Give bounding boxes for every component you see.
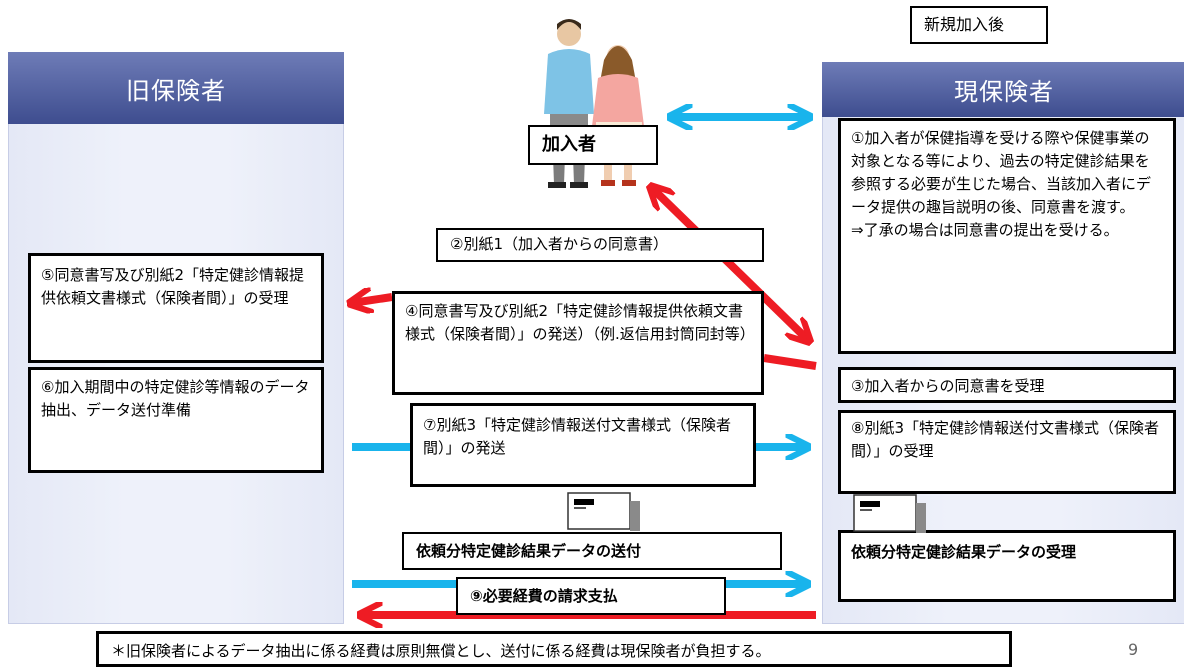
step6-box: ⑥加入期間中の特定健診等情報のデータ抽出、データ送付準備 bbox=[28, 367, 324, 473]
footnote: ＊旧保険者によるデータ抽出に係る経費は原則無償とし、送付に係る経費は現保険者が負… bbox=[96, 631, 1012, 667]
step4-box: ④同意書写及び別紙2「特定健診情報提供依頼文書様式（保険者間）」の発送）（例.返… bbox=[392, 291, 764, 395]
step8-box: ⑧別紙3「特定健診情報送付文書様式（保険者間）」の受理 bbox=[838, 410, 1176, 494]
member-label: 加入者 bbox=[528, 125, 658, 165]
envelope-icon bbox=[567, 492, 640, 531]
step1-box: ①加入者が保健指導を受ける際や保健事業の対象となる等により、過去の特定健診結果を… bbox=[838, 118, 1176, 354]
couple-figure-icon bbox=[544, 19, 644, 188]
envelope-icon bbox=[853, 494, 926, 533]
old-insurer-header: 旧保険者 bbox=[8, 52, 344, 124]
request-arrow bbox=[352, 297, 393, 303]
new-enrollment-badge: 新規加入後 bbox=[910, 6, 1048, 44]
step9-label: ⑨必要経費の請求支払 bbox=[456, 577, 726, 615]
current-insurer-header: 現保険者 bbox=[822, 62, 1184, 117]
step2-label: ②別紙1（加入者からの同意書） bbox=[436, 228, 764, 262]
step3-box: ③加入者からの同意書を受理 bbox=[838, 367, 1176, 403]
request-stub bbox=[763, 354, 817, 370]
consent-diagonal-arrow bbox=[652, 188, 808, 340]
step7-box: ⑦別紙3「特定健診情報送付文書様式（保険者間）」の発送 bbox=[410, 403, 756, 487]
receive-data-box: 依頼分特定健診結果データの受理 bbox=[838, 530, 1176, 602]
step5-box: ⑤同意書写及び別紙2「特定健診情報提供依頼文書様式（保険者間）」の受理 bbox=[28, 253, 324, 363]
send-data-label: 依頼分特定健診結果データの送付 bbox=[402, 532, 782, 570]
page-number: 9 bbox=[1128, 640, 1139, 659]
